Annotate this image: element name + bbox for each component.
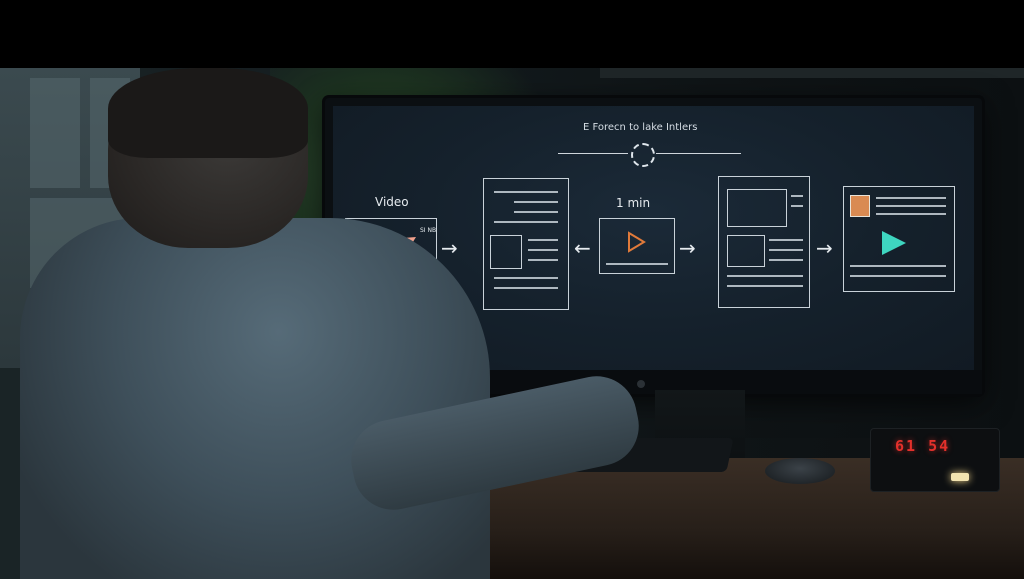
power-icon (637, 380, 645, 388)
window-pane (30, 78, 80, 188)
doc-image (727, 235, 765, 267)
person (20, 68, 647, 579)
letterbox-top (0, 0, 1024, 68)
clock-display: 61 54 (895, 437, 951, 455)
play-icon (628, 231, 646, 253)
screen-title: E Forecn to lake Intlers (583, 122, 698, 133)
doc-line (494, 191, 558, 193)
doc-line (769, 259, 803, 261)
arrow-icon: → (816, 236, 833, 260)
arrow-icon: → (441, 236, 458, 260)
scene: E Forecn to lake Intlers Video SI NB → (0, 68, 1024, 579)
player-node (599, 218, 675, 274)
doc-line (769, 239, 803, 241)
flow-curve-right (656, 153, 741, 154)
doc-line (876, 205, 946, 207)
doc-line (528, 259, 558, 261)
document-node (718, 176, 810, 308)
person-hair (108, 68, 308, 158)
doc-line (850, 265, 946, 267)
arrow-icon: → (679, 236, 696, 260)
doc-image (727, 189, 787, 227)
person-torso (20, 218, 490, 579)
digital-clock: 61 54 (870, 428, 1000, 492)
doc-image (490, 235, 522, 269)
doc-line (850, 275, 946, 277)
doc-line (514, 211, 558, 213)
clock-led (951, 473, 969, 481)
doc-line (494, 277, 558, 279)
flow-curve-left (558, 153, 628, 154)
mouse (765, 458, 835, 484)
doc-line (528, 239, 558, 241)
doc-line (514, 201, 558, 203)
shelf (600, 68, 1024, 78)
doc-line (727, 275, 803, 277)
doc-line (876, 197, 946, 199)
play-icon (882, 231, 906, 255)
thumbnail-icon (850, 195, 870, 217)
progress-line (606, 263, 668, 265)
doc-line (528, 249, 558, 251)
document-node (483, 178, 569, 310)
doc-line (791, 195, 803, 197)
doc-line (791, 205, 803, 207)
doc-line (876, 213, 946, 215)
output-node (843, 186, 955, 292)
doc-line (727, 285, 803, 287)
arrow-icon: ← (574, 236, 591, 260)
doc-line (769, 249, 803, 251)
loop-icon (631, 143, 655, 167)
video-label: Video (375, 195, 409, 209)
doc-line (494, 287, 558, 289)
duration-label: 1 min (616, 196, 651, 210)
video-badge: SI NB (420, 227, 437, 234)
doc-line (494, 221, 558, 223)
